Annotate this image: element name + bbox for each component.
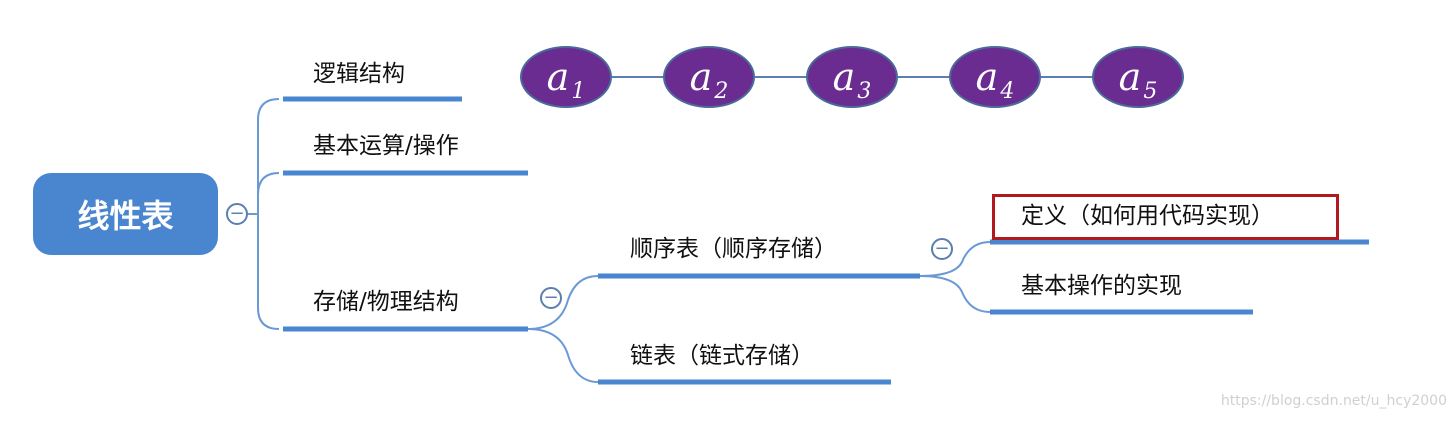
chain-node-sub: 2 <box>714 78 729 104</box>
chain-node-var: a <box>832 55 856 99</box>
highlight-box <box>992 194 1339 240</box>
connector-root-logic <box>237 98 280 215</box>
chain-node-var: a <box>689 55 713 99</box>
chain-node-sub: 1 <box>571 78 586 104</box>
collapse-root-button[interactable]: − <box>226 203 248 225</box>
chain-node-sub: 3 <box>857 78 872 104</box>
chain-node-var: a <box>546 55 570 99</box>
connector-storage-sequential <box>527 275 599 330</box>
connector-root-ops <box>257 172 280 214</box>
chain-node-sub: 4 <box>1000 78 1015 104</box>
node-sequential[interactable]: 顺序表（顺序存储） <box>630 236 837 262</box>
collapse-storage-button[interactable]: − <box>540 287 562 309</box>
node-definition[interactable]: 定义（如何用代码实现） <box>1021 203 1274 229</box>
branch-logic[interactable]: 逻辑结构 <box>313 61 405 87</box>
minus-circle-icon: − <box>543 287 559 308</box>
branch-ops[interactable]: 基本运算/操作 <box>313 133 459 159</box>
node-linked[interactable]: 链表（链式存储） <box>630 343 814 369</box>
watermark-text: https://blog.csdn.net/u_hcy2000 <box>1220 393 1447 409</box>
chain-node-sub: 5 <box>1143 78 1158 104</box>
chain-node-var: a <box>975 55 999 99</box>
root-label: 线性表 <box>77 197 174 235</box>
minus-circle-icon: − <box>229 203 245 224</box>
connector-sequential-definition <box>919 241 991 277</box>
collapse-sequential-button[interactable]: − <box>931 238 953 260</box>
connector-root-storage <box>257 214 280 330</box>
root-node[interactable]: 线性表 <box>33 173 218 255</box>
minus-circle-icon: − <box>934 238 950 259</box>
node-ops-impl[interactable]: 基本操作的实现 <box>1021 273 1182 299</box>
connector-sequential-ops <box>919 275 991 313</box>
branch-storage[interactable]: 存储/物理结构 <box>313 289 459 315</box>
chain-node-var: a <box>1118 55 1142 99</box>
connector-storage-linked <box>527 328 599 383</box>
